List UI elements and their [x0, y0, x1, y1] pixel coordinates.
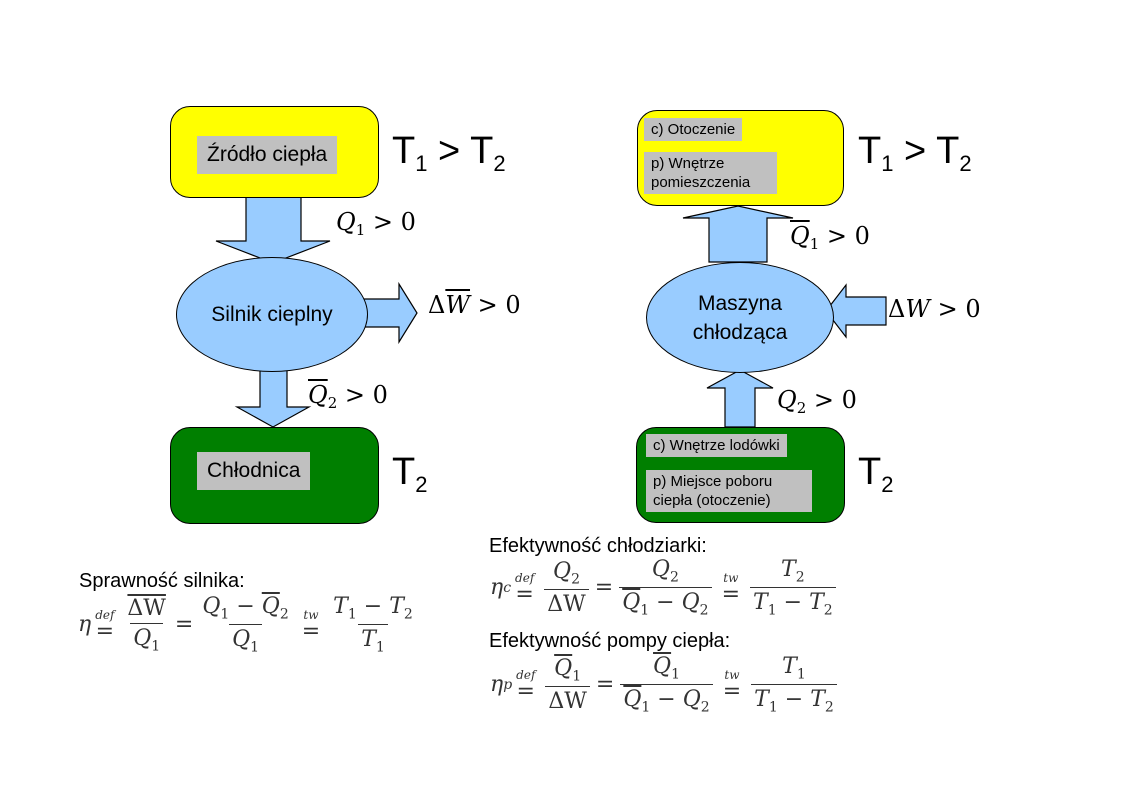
hot-side-label-c: c) Otoczenie: [644, 118, 743, 141]
engine-heat-out-label: Q2 > 0: [308, 381, 388, 412]
fridge-work-label: ΔW > 0: [888, 295, 981, 323]
heat-source-box: Źródło ciepła: [170, 106, 379, 198]
fridge-top-temperature: T1 > T2: [858, 130, 972, 176]
heat-sink-box: Chłodnica: [170, 427, 379, 524]
fridge-heat-in-label: Q2 > 0: [777, 386, 857, 417]
fridge-heat-out-label: Q1 > 0: [790, 222, 870, 253]
fridge-bottom-temperature: T2: [858, 451, 894, 497]
refrigeration-machine: Maszyna chłodząca: [646, 262, 834, 373]
engine-efficiency-caption: Sprawność silnika:: [79, 570, 245, 592]
heat-reject-arrow: [682, 205, 794, 263]
cold-side-label-p: p) Miejsce poboru ciepła (otoczenie): [646, 470, 812, 512]
engine-work-label: ΔW > 0: [428, 291, 521, 319]
engine-bottom-temperature: T2: [392, 451, 428, 497]
cold-side-box: c) Wnętrze lodówki p) Miejsce poboru cie…: [636, 427, 845, 523]
heat-sink-label: Chłodnica: [197, 452, 311, 490]
heat-source-label: Źródło ciepła: [197, 136, 338, 174]
cold-side-label-c: c) Wnętrze lodówki: [646, 434, 787, 457]
engine-top-temperature: T1 > T2: [392, 130, 506, 176]
heat-absorb-arrow: [706, 369, 774, 428]
hot-side-label-p: p) Wnętrze pomieszczenia: [644, 152, 777, 194]
heat-in-arrow: [215, 196, 331, 264]
heat-out-arrow: [234, 368, 312, 428]
heatpump-efficiency-caption: Efektywność pompy ciepła:: [489, 630, 731, 652]
heat-engine: Silnik cieplny: [176, 257, 368, 372]
fridge-efficiency-caption: Efektywność chłodziarki:: [489, 535, 707, 557]
engine-heat-in-label: Q1 > 0: [336, 208, 416, 239]
hot-side-box: c) Otoczenie p) Wnętrze pomieszczenia: [637, 110, 844, 206]
work-in-arrow: [825, 283, 887, 339]
